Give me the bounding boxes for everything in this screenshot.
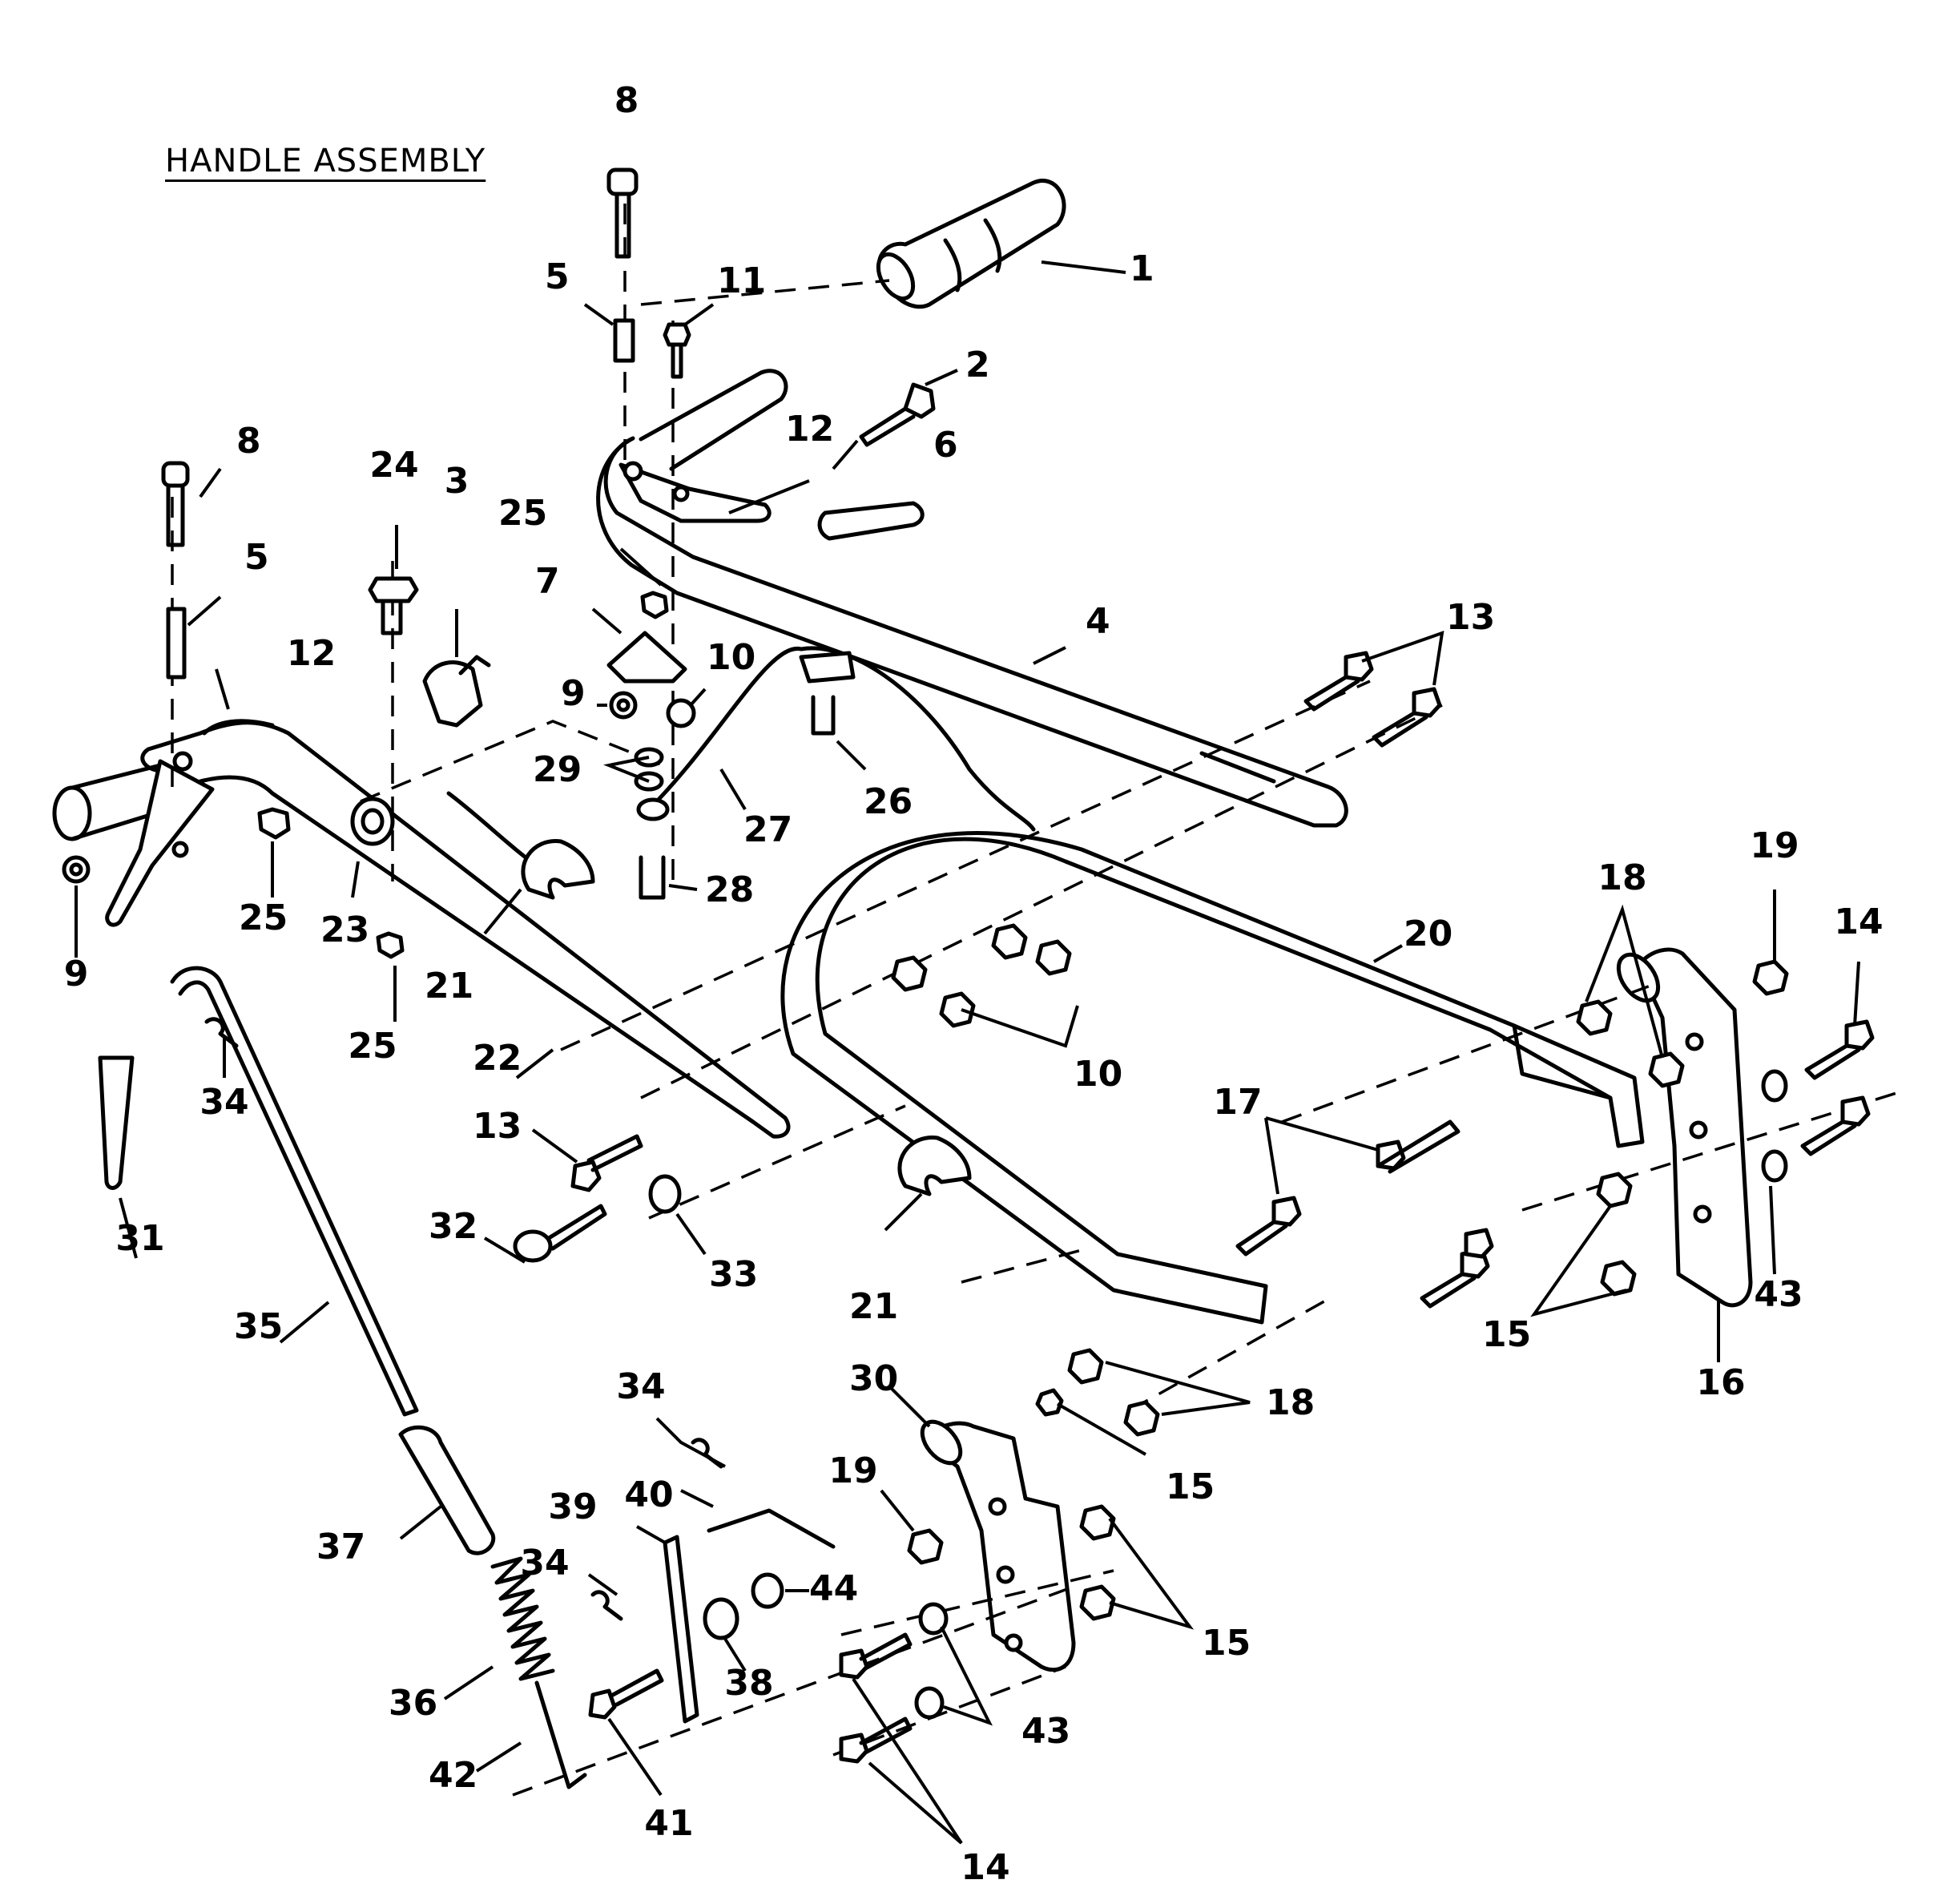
callout-25: 25 — [348, 1026, 397, 1067]
diagram-title: HANDLE ASSEMBLY — [165, 143, 486, 180]
rod-handle-sleeve — [398, 1425, 496, 1555]
callout-5: 5 — [545, 256, 570, 297]
callout-30: 30 — [849, 1358, 898, 1399]
callout-41: 41 — [644, 1803, 693, 1844]
side-plate-left — [920, 1419, 1076, 1672]
callout-3: 3 — [445, 461, 469, 502]
callout-22: 22 — [473, 1038, 522, 1079]
hardware-parts — [62, 167, 1875, 1764]
callout-32: 32 — [429, 1206, 477, 1247]
callout-34: 34 — [616, 1366, 665, 1407]
callout-43: 43 — [1754, 1274, 1803, 1315]
u-frame — [780, 831, 1645, 1325]
callout-5: 5 — [244, 537, 269, 578]
callout-15: 15 — [1482, 1314, 1531, 1355]
callout-23: 23 — [320, 910, 369, 950]
callout-42: 42 — [429, 1755, 477, 1796]
control-rod — [170, 966, 419, 1417]
callout-37: 37 — [316, 1527, 365, 1567]
callout-11: 11 — [717, 260, 766, 301]
callout-18: 18 — [1598, 857, 1646, 898]
callout-13: 13 — [473, 1106, 522, 1147]
callout-31: 31 — [115, 1218, 164, 1259]
link-bar — [663, 1535, 699, 1724]
callout-28: 28 — [705, 869, 754, 910]
compression-spring — [490, 1556, 587, 1789]
upper-control-lever — [618, 461, 772, 523]
callout-33: 33 — [709, 1254, 758, 1295]
callout-4: 4 — [1086, 601, 1110, 642]
callout-7: 7 — [535, 561, 560, 602]
callout-44: 44 — [809, 1568, 858, 1609]
callout-36: 36 — [389, 1683, 437, 1724]
callout-21: 21 — [425, 966, 473, 1006]
callout-25: 25 — [239, 898, 288, 938]
callout-34: 34 — [199, 1082, 248, 1123]
callout-19: 19 — [1750, 825, 1799, 866]
upper-handle-bar — [596, 436, 1348, 828]
callout-9: 9 — [64, 954, 89, 994]
callout-18: 18 — [1266, 1382, 1315, 1423]
callout-8: 8 — [236, 421, 261, 462]
callout-29: 29 — [533, 749, 582, 790]
callout-38: 38 — [724, 1663, 773, 1704]
lever-knob-upper — [817, 501, 925, 541]
callout-14: 14 — [961, 1847, 1009, 1888]
cross-rod — [707, 1508, 836, 1549]
callout-21: 21 — [849, 1286, 898, 1327]
side-plate-right — [1616, 947, 1753, 1308]
callout-1: 1 — [1130, 248, 1154, 289]
callout-15: 15 — [1166, 1466, 1215, 1507]
callout-9: 9 — [561, 673, 586, 714]
callout-16: 16 — [1696, 1362, 1745, 1403]
nut-25a — [640, 591, 669, 619]
callout-2: 2 — [965, 345, 990, 385]
callout-6: 6 — [933, 425, 958, 466]
callout-43: 43 — [1021, 1711, 1070, 1752]
callout-25: 25 — [498, 493, 547, 534]
callout-10: 10 — [707, 637, 755, 678]
callout-10: 10 — [1074, 1054, 1122, 1095]
callout-24: 24 — [369, 445, 418, 486]
callout-12: 12 — [287, 633, 336, 674]
callout-35: 35 — [234, 1306, 283, 1347]
callout-27: 27 — [743, 809, 792, 850]
callout-20: 20 — [1404, 914, 1452, 954]
callout-14: 14 — [1834, 902, 1883, 942]
lower-handle-bar — [52, 719, 791, 1139]
callout-19: 19 — [828, 1450, 877, 1491]
upper-handle-grip-stub — [639, 369, 788, 471]
callout-39: 39 — [548, 1486, 597, 1527]
callout-40: 40 — [624, 1474, 673, 1515]
hand-grip — [876, 179, 1066, 309]
callout-labels: 8 11 1 5 2 12 6 8 24 3 25 5 7 4 13 12 10… — [64, 80, 1884, 1888]
callout-13: 13 — [1446, 597, 1495, 638]
leader-lines — [75, 260, 1860, 1845]
callout-26: 26 — [864, 781, 913, 822]
callout-17: 17 — [1213, 1082, 1262, 1123]
callout-12: 12 — [785, 409, 834, 450]
lever-knob-lower — [98, 1055, 135, 1190]
callout-34: 34 — [520, 1543, 569, 1583]
lower-control-lever — [105, 751, 215, 927]
callout-15: 15 — [1202, 1623, 1251, 1664]
callout-8: 8 — [614, 80, 639, 121]
